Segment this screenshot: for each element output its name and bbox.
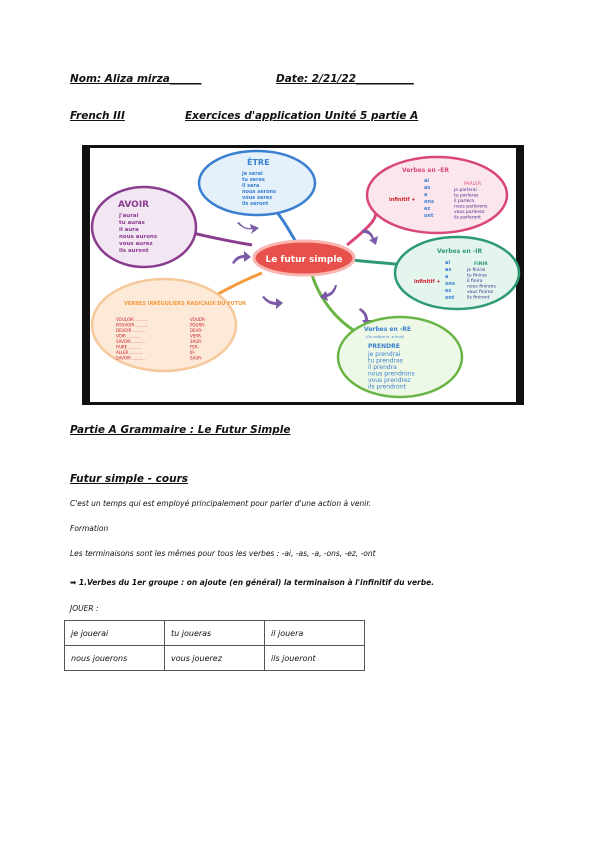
exercise-title: Exercices d'application Unité 5 partie A <box>185 110 419 122</box>
re-title: Verbes en -RE <box>364 326 411 333</box>
irregular-verb: VOIR .......... <box>116 334 140 339</box>
irregular-stem: FER- <box>190 345 199 350</box>
avoir-form: ils auront <box>119 248 149 254</box>
irregular-stem: SAUR- <box>190 356 203 361</box>
ir-infinitif: infinitif + <box>414 279 440 285</box>
irregular-stem: POURR- <box>190 323 206 328</box>
etre-form: nous serons <box>242 189 276 195</box>
er-form: je parlerai <box>453 187 477 193</box>
er-form: il parlera <box>454 198 474 204</box>
table-row: nous jouerons vous jouerez ils joueront <box>64 645 365 671</box>
etre-form: ils seront <box>242 201 269 207</box>
re-form: je prendrai <box>367 351 401 358</box>
irregular-verb: VOULOIR .......... <box>116 317 148 322</box>
irregular-verb: SAVOIR .......... <box>116 356 145 361</box>
etre-form: il sera <box>242 183 259 189</box>
ir-title: Verbes en -IR <box>437 248 483 255</box>
terminaisons-text: Les terminaisons sont les mêmes pour tou… <box>70 549 376 558</box>
table-cell: vous jouerez <box>164 645 265 671</box>
ir-verb: FINIR <box>474 261 488 267</box>
table-cell: ils joueront <box>264 645 365 671</box>
re-form: vous prendrez <box>368 377 411 384</box>
etre-form: je serai <box>241 171 263 177</box>
grammar-heading: Partie A Grammaire : Le Futur Simple <box>70 424 291 436</box>
center-label: Le futur simple <box>265 255 342 265</box>
table-cell: nous jouerons <box>64 645 165 671</box>
ir-cloud: Verbes en -IR infinitif + aiasaonsezont … <box>393 235 521 311</box>
formation-label: Formation <box>70 524 109 533</box>
rule-1: ➡ 1.Verbes du 1er groupe : on ajoute (en… <box>70 578 435 587</box>
irregular-stem: IR- <box>190 350 196 355</box>
er-verb: PARLER <box>464 181 481 187</box>
er-ending: ont <box>424 213 434 219</box>
irregular-verb: ALLER .......... <box>116 350 143 355</box>
ir-form: il finira <box>467 278 483 284</box>
er-title: Verbes en -ER <box>402 167 449 174</box>
table-cell: je jouerai <box>64 620 165 646</box>
table-row: je jouerai tu joueras il jouera <box>64 620 365 646</box>
er-ending: ai <box>424 178 429 184</box>
re-form: ils prendront <box>368 384 407 391</box>
ir-ending: a <box>445 274 448 280</box>
avoir-form: vous aurez <box>119 241 153 247</box>
irr-title: VERBES IRRÉGULIERS RADICAUX DU FUTUR <box>124 299 246 307</box>
er-ending: ons <box>424 199 434 205</box>
ir-form: tu finiras <box>467 273 488 279</box>
verb-label: JOUER : <box>70 604 99 613</box>
er-form: nous parlerons <box>454 204 488 210</box>
re-note: (On enlève le -e final) <box>366 335 405 339</box>
irregular-stem: VOUDR- <box>190 317 206 322</box>
er-cloud: Verbes en -ER infinitif + aiasaonsezont … <box>365 155 509 235</box>
table-cell: il jouera <box>264 620 365 646</box>
date-field: Date: 2/21/22___________ <box>276 73 414 85</box>
table-cell: tu joueras <box>164 620 265 646</box>
cours-title: Futur simple - cours <box>70 473 189 485</box>
ir-ending: ez <box>445 288 451 294</box>
re-form: tu prendras <box>368 358 403 365</box>
ir-ending: as <box>445 267 451 273</box>
er-infinitif: infinitif + <box>389 197 415 203</box>
ir-ending: ont <box>445 295 455 301</box>
ir-ending: ons <box>445 281 455 287</box>
irregular-stem: DEVR- <box>190 328 203 333</box>
er-form: tu parleras <box>454 193 479 199</box>
etre-title: ÊTRE <box>247 156 270 167</box>
ir-form: vous finirez <box>467 289 493 295</box>
re-verb: PRENDRE <box>368 343 400 350</box>
ir-ending: ai <box>445 260 450 266</box>
ir-form: nous finirons <box>467 284 497 290</box>
jouer-conjugation-table: je jouerai tu joueras il jouera nous jou… <box>64 620 365 671</box>
ir-form: ils finiront <box>467 295 490 301</box>
etre-form: tu seras <box>242 177 265 183</box>
center-node: Le futur simple <box>252 239 356 277</box>
irregular-verb: DEVOIR .......... <box>116 328 145 333</box>
course-name: French III <box>70 110 125 122</box>
re-form: il prendra <box>368 364 397 371</box>
avoir-form: il aura <box>119 227 139 233</box>
re-cloud: Verbes en -RE (On enlève le -e final) PR… <box>336 315 464 399</box>
er-form: ils parleront <box>454 215 481 221</box>
er-ending: ez <box>424 206 430 212</box>
re-form: nous prendrons <box>368 371 415 378</box>
irregular-verb: FAIRE .......... <box>116 345 141 350</box>
irregular-verb: POUVOIR .......... <box>116 323 148 328</box>
er-ending: as <box>424 185 430 191</box>
student-name: Nom: Aliza mirza______ <box>70 73 202 85</box>
irregular-cloud: VERBES IRRÉGULIERS RADICAUX DU FUTUR VOU… <box>90 277 246 373</box>
intro-text: C'est un temps qui est employé principal… <box>70 499 372 508</box>
avoir-title: AVOIR <box>118 200 149 210</box>
er-form: vous parlerez <box>454 209 485 215</box>
avoir-form: j'aurai <box>118 213 139 219</box>
avoir-form: nous aurons <box>119 234 158 240</box>
er-ending: a <box>424 192 427 198</box>
irregular-stem: VERR- <box>190 334 203 339</box>
avoir-form: tu auras <box>119 220 146 226</box>
etre-form: vous serez <box>242 195 272 201</box>
ir-form: je finirai <box>466 267 485 273</box>
irregular-stem: SAUR- <box>190 339 203 344</box>
irregular-verb: SAVOIR .......... <box>116 339 145 344</box>
